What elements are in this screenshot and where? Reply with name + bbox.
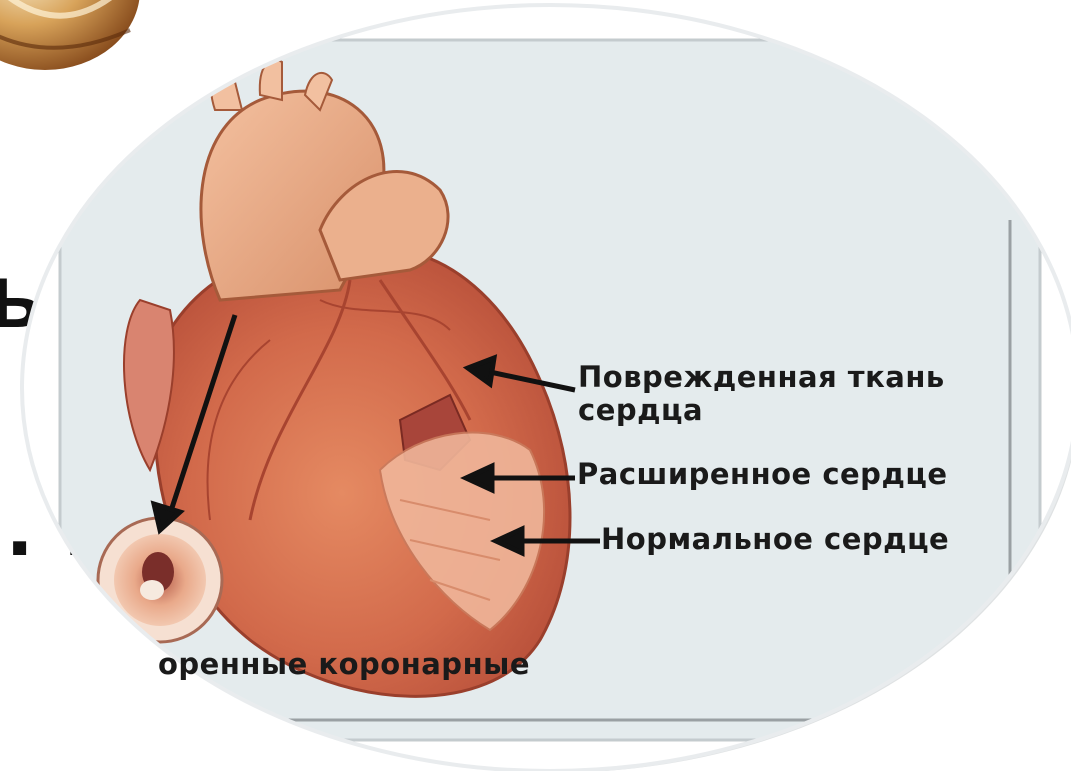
- label-damaged-tissue: Поврежденная ткань: [578, 360, 945, 394]
- label-damaged-tissue-line2: сердца: [578, 393, 703, 427]
- label-normal-heart: Нормальное сердце: [601, 522, 949, 556]
- label-enlarged-heart: Расширенное сердце: [577, 457, 948, 491]
- label-coronary: оренные коронарные: [158, 647, 530, 681]
